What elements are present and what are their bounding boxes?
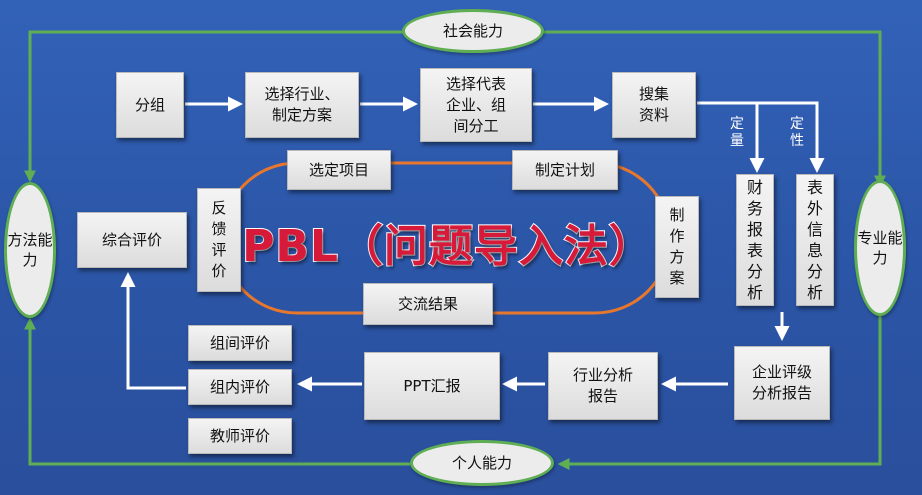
feedback-evaluation-box: 反 馈 评 价 — [197, 188, 241, 292]
ring-bottom-left — [24, 317, 410, 466]
inter-group-evaluation-box: 组间评价 — [188, 325, 292, 361]
collect-data-box: 搜集 资料 — [612, 72, 696, 138]
group-box: 分组 — [116, 72, 184, 138]
choose-representative-box: 选择代表 企业、组 间分工 — [420, 68, 532, 142]
financial-statement-analysis-box: 财 务 报 表 分 析 — [736, 174, 774, 306]
pbl-title: PBL（问题导入法） — [241, 220, 654, 273]
enterprise-report-box: 企业评级 分析报告 — [734, 346, 830, 420]
make-plan-box: 制定计划 — [512, 150, 618, 190]
choose-industry-box: 选择行业、 制定方案 — [245, 72, 359, 138]
professional-ability-oval: 专业能力 — [854, 180, 906, 316]
industry-report-box: 行业分析 报告 — [548, 352, 658, 420]
external-info-analysis-box: 表 外 信 息 分 析 — [796, 174, 834, 306]
method-ability-oval: 方法能力 — [4, 182, 56, 318]
ring-top-right — [542, 30, 886, 188]
ring-bottom-right — [557, 314, 882, 470]
select-project-box: 选定项目 — [287, 150, 391, 190]
ppt-report-box: PPT汇报 — [364, 352, 500, 420]
teacher-evaluation-box: 教师评价 — [188, 418, 292, 454]
overall-evaluation-box: 综合评价 — [77, 212, 187, 268]
qualitative-label: 定 性 — [790, 116, 804, 149]
make-scheme-box: 制 作 方 案 — [655, 196, 699, 298]
ring-top-left — [24, 30, 405, 183]
personal-ability-oval: 个人能力 — [410, 440, 554, 486]
exchange-results-box: 交流结果 — [363, 283, 493, 325]
intra-group-evaluation-box: 组内评价 — [188, 369, 292, 405]
quantitative-label: 定 量 — [730, 116, 744, 149]
social-ability-oval: 社会能力 — [402, 9, 544, 53]
